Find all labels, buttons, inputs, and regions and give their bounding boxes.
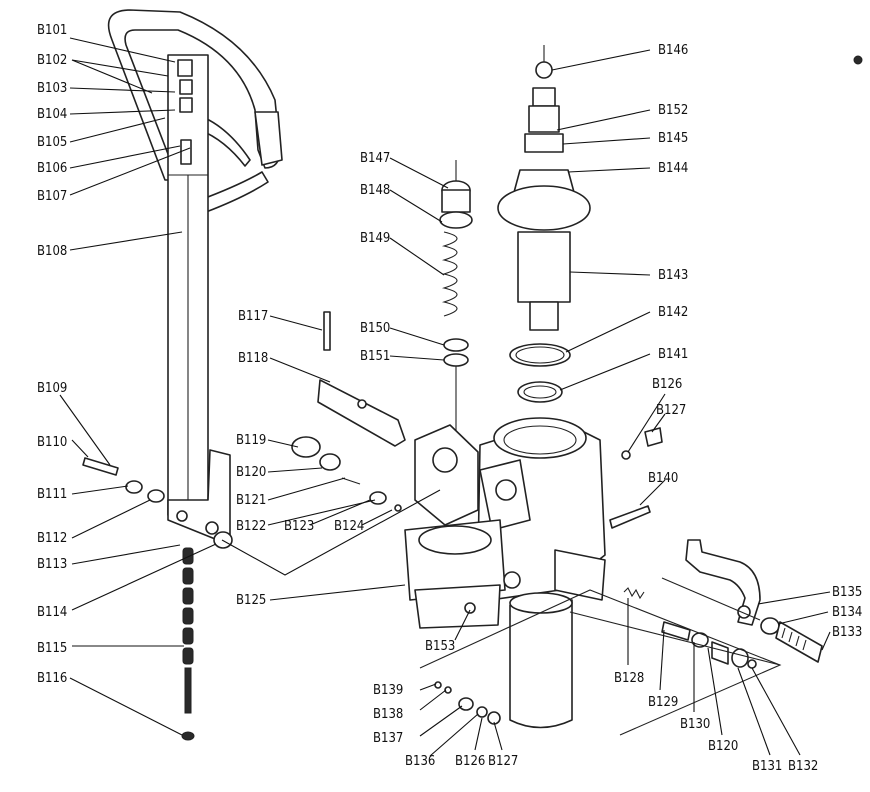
callout-b121: B121 <box>236 493 266 508</box>
lever-b135 <box>685 539 761 626</box>
callout-b114: B114 <box>37 605 67 620</box>
callout-b129: B129 <box>648 695 678 710</box>
callout-b141: B141 <box>658 347 688 362</box>
callout-b122: B122 <box>236 519 266 534</box>
callout-b144: B144 <box>658 161 688 176</box>
callout-b143: B143 <box>658 268 688 283</box>
speck-mark <box>853 55 863 65</box>
callout-b116: B116 <box>37 671 67 686</box>
callout-b147: B147 <box>360 151 390 166</box>
callout-b145: B145 <box>658 131 688 146</box>
callout-b117: B117 <box>238 309 268 324</box>
callout-b130: B130 <box>680 717 710 732</box>
handle-grip <box>254 111 283 166</box>
callout-b106: B106 <box>37 161 67 176</box>
chain <box>181 547 195 741</box>
callout-b135: B135 <box>832 585 862 600</box>
callout-b118: B118 <box>238 351 268 366</box>
handle-assembly <box>82 9 283 741</box>
callout-b110: B110 <box>37 435 67 450</box>
callout-b126-top: B126 <box>652 377 682 392</box>
callout-b149: B149 <box>360 231 390 246</box>
callout-b138: B138 <box>373 707 403 722</box>
callout-b150: B150 <box>360 321 390 336</box>
callout-b137: B137 <box>373 731 403 746</box>
callout-b124: B124 <box>334 519 364 534</box>
callout-b153: B153 <box>425 639 455 654</box>
callout-b120-right: B120 <box>708 739 738 754</box>
callout-b151: B151 <box>360 349 390 364</box>
handle-cross-bar <box>199 171 269 213</box>
callout-b125: B125 <box>236 593 266 608</box>
callout-b113: B113 <box>37 557 67 572</box>
callout-b123: B123 <box>284 519 314 534</box>
callout-b120: B120 <box>236 465 266 480</box>
callout-b127-bottom: B127 <box>488 754 518 769</box>
callout-b102: B102 <box>37 53 67 68</box>
callout-b134: B134 <box>832 605 862 620</box>
callout-b128: B128 <box>614 671 644 686</box>
right-parts <box>419 427 823 736</box>
handle-loop <box>107 9 281 181</box>
callout-b132: B132 <box>788 759 818 774</box>
callout-b103: B103 <box>37 81 67 96</box>
callout-b109: B109 <box>37 381 67 396</box>
callout-b105: B105 <box>37 135 67 150</box>
callout-b107: B107 <box>37 189 67 204</box>
callout-b131: B131 <box>752 759 782 774</box>
callout-b112: B112 <box>37 531 67 546</box>
callout-b115: B115 <box>37 641 67 656</box>
callout-b142: B142 <box>658 305 688 320</box>
callout-b104: B104 <box>37 107 67 122</box>
callout-b108: B108 <box>37 244 67 259</box>
pump-body <box>404 417 606 729</box>
callout-b119: B119 <box>236 433 266 448</box>
callout-b133: B133 <box>832 625 862 640</box>
callout-b140: B140 <box>648 471 678 486</box>
callout-b148: B148 <box>360 183 390 198</box>
callout-b152: B152 <box>658 103 688 118</box>
callout-b111: B111 <box>37 487 67 502</box>
leader-lines <box>59 37 831 757</box>
callout-b127-top: B127 <box>656 403 686 418</box>
callout-labels: B101 B102 B103 B104 B105 B106 B107 B108 … <box>37 23 862 774</box>
callout-b136: B136 <box>405 754 435 769</box>
callout-b126-bottom: B126 <box>455 754 485 769</box>
callout-b139: B139 <box>373 683 403 698</box>
shaft-b118 <box>317 379 406 447</box>
callout-b101: B101 <box>37 23 67 38</box>
callout-b146: B146 <box>658 43 688 58</box>
center-parts <box>291 45 591 520</box>
